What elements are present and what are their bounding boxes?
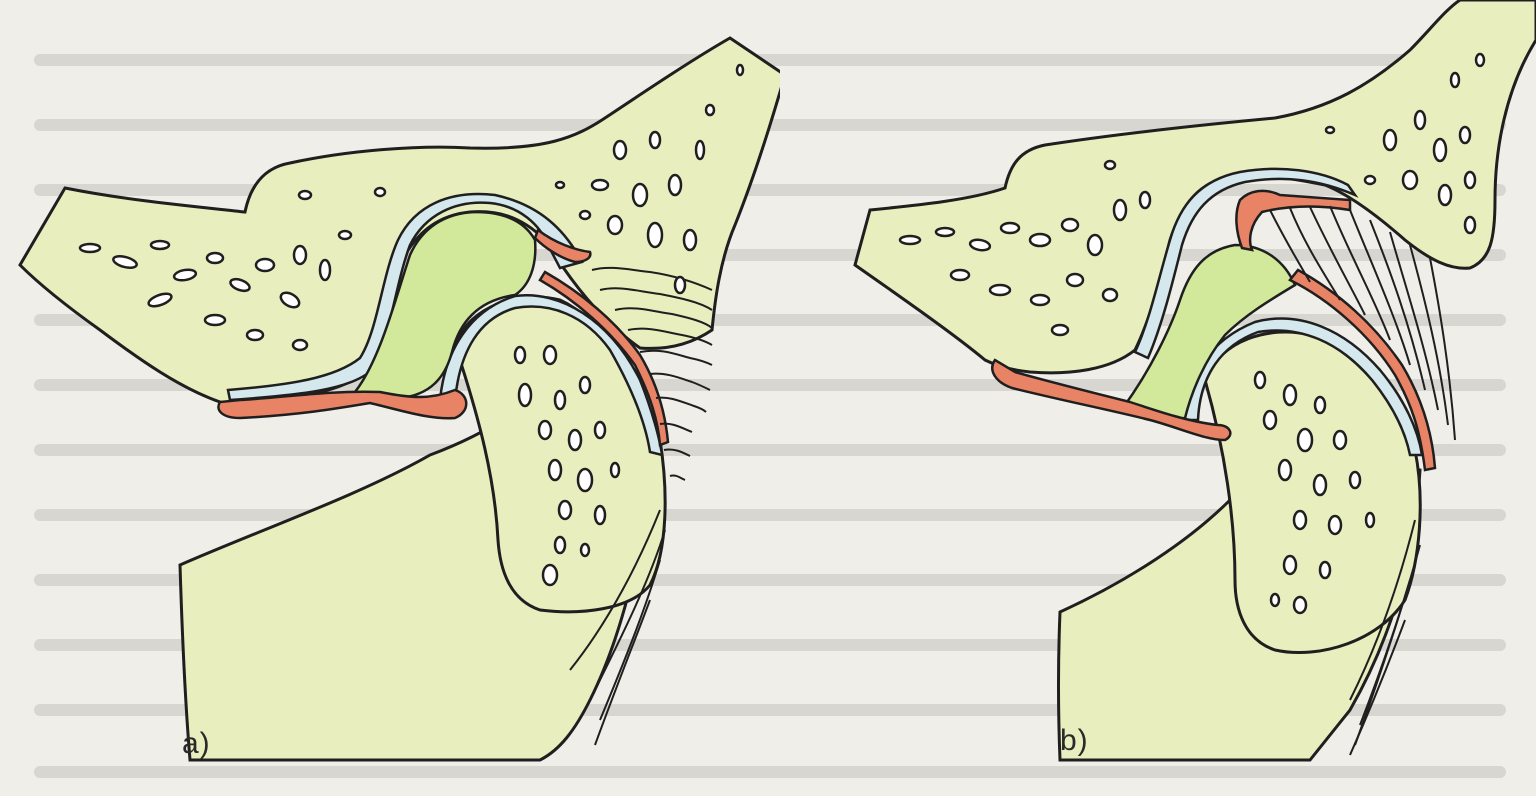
panel-label-a: a) <box>182 727 211 761</box>
panel-a-closed-joint <box>20 38 785 760</box>
panel-label-b: b) <box>1060 724 1089 758</box>
